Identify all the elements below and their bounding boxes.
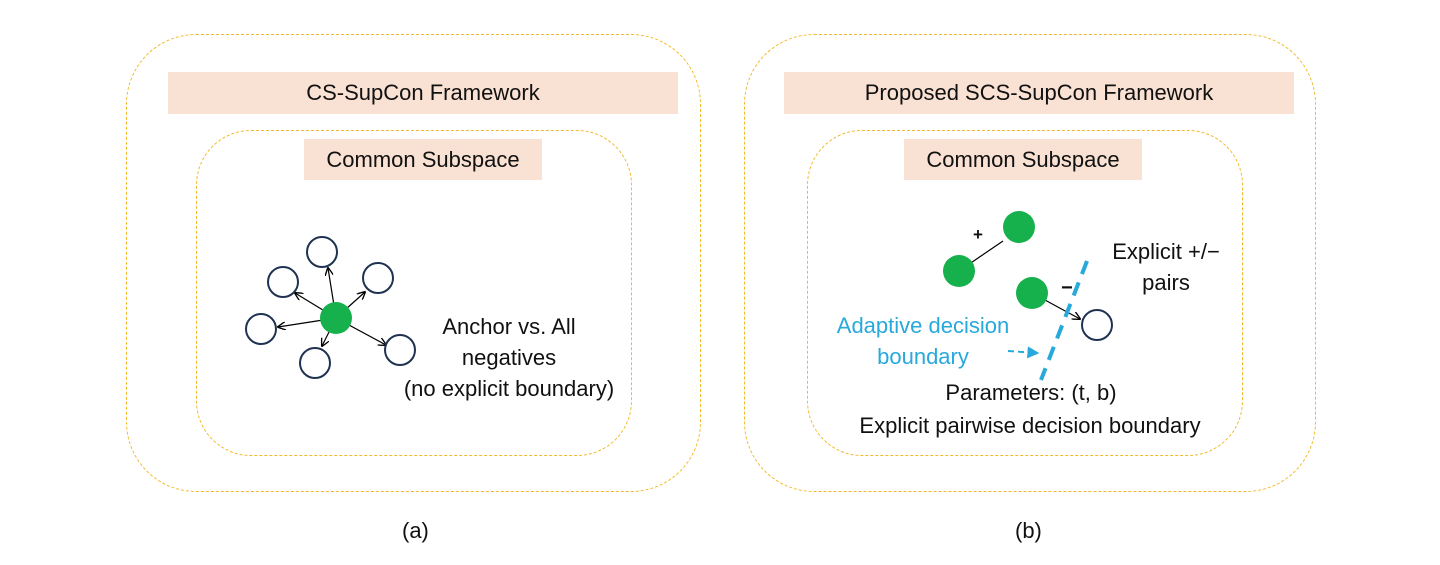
anchor-node bbox=[943, 255, 975, 287]
boundary-pointer-arrow bbox=[1007, 346, 1040, 359]
negative-node bbox=[267, 266, 299, 298]
negative-nodes bbox=[245, 236, 416, 379]
pairs-label: Explicit +/− pairs bbox=[1096, 236, 1236, 298]
panel-b-frame bbox=[744, 34, 1316, 492]
panel-b-caption: (b) bbox=[1015, 518, 1042, 543]
positive-sign: + bbox=[973, 225, 983, 244]
panel-a-description: Anchor vs. All negatives (no explicit bo… bbox=[384, 311, 634, 404]
negative-node bbox=[362, 262, 394, 294]
negative-node bbox=[384, 334, 416, 366]
parameters-text: Parameters: (t, b) bbox=[945, 380, 1117, 405]
negative-node bbox=[299, 347, 331, 379]
boundary-line-2: boundary bbox=[877, 344, 969, 369]
panel-a-subspace-title: Common Subspace bbox=[304, 139, 542, 180]
panel-a-title: CS-SupCon Framework bbox=[168, 72, 678, 114]
pairs-line-2: pairs bbox=[1142, 270, 1190, 295]
description-line-3: (no explicit boundary) bbox=[403, 376, 615, 401]
negative-sign: − bbox=[1061, 277, 1073, 299]
panel-b-subspace-title: Common Subspace bbox=[904, 139, 1142, 180]
anchor-node-2 bbox=[1016, 277, 1048, 309]
description-line-1: Anchor vs. All bbox=[442, 314, 576, 339]
negative-node bbox=[1081, 309, 1113, 341]
negative-node bbox=[245, 313, 277, 345]
positive-node bbox=[1003, 211, 1035, 243]
description-line-2: negatives bbox=[461, 345, 557, 370]
boundary-description: Explicit pairwise decision boundary bbox=[859, 413, 1201, 438]
panel-a-frame bbox=[126, 34, 701, 492]
panel-a-caption: (a) bbox=[402, 518, 429, 543]
panel-b-subspace bbox=[807, 130, 1243, 456]
boundary-label: Adaptive decision boundary bbox=[818, 310, 1028, 372]
panel-a-subspace bbox=[196, 130, 632, 456]
negative-node bbox=[306, 236, 338, 268]
panel-b-title: Proposed SCS-SupCon Framework bbox=[784, 72, 1294, 114]
anchor-node bbox=[320, 302, 352, 334]
decision-boundary-line bbox=[1039, 260, 1089, 381]
pairs-line-1: Explicit +/− bbox=[1112, 239, 1220, 264]
boundary-line-1: Adaptive decision bbox=[836, 313, 1010, 338]
